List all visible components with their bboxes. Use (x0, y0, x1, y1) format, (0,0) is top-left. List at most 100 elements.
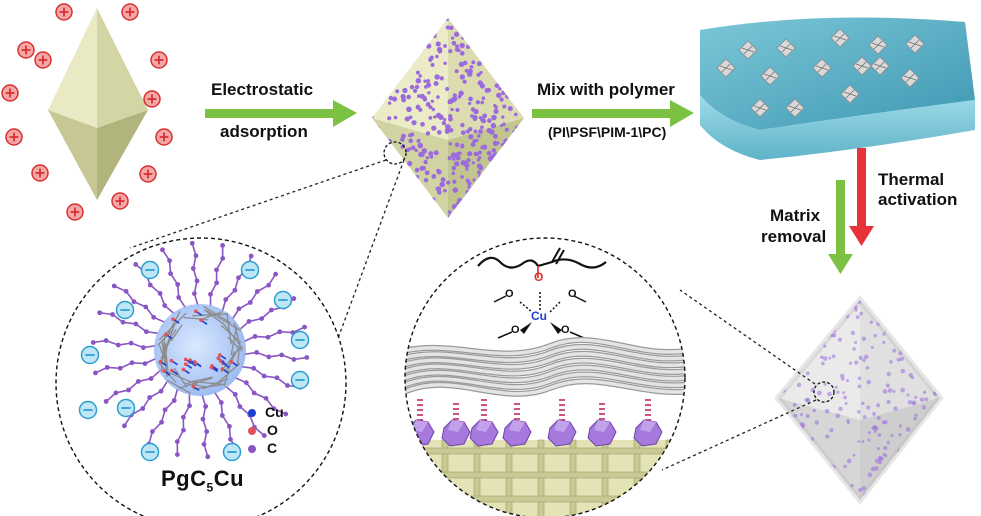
alkyl-chain (103, 369, 162, 404)
polymer-fibers (405, 337, 685, 397)
thermal-label-line1: Thermal (878, 170, 945, 189)
plus-icon (139, 165, 157, 183)
zoom-marker-particle (383, 141, 407, 165)
embedded-particle (830, 28, 850, 48)
minus-icon (140, 442, 160, 462)
minus-icon (78, 400, 98, 420)
zoom-marker-final (813, 381, 835, 403)
minus-icon (80, 345, 100, 365)
alkyl-chain (200, 393, 211, 460)
adsorption-label-line2: adsorption (220, 122, 308, 141)
thermal-label-line2: activation (878, 190, 958, 209)
alkyl-chain (189, 240, 200, 307)
embedded-particle (716, 58, 736, 78)
cluster-name: PgC5Cu (161, 466, 244, 494)
ligand-oxygen-2: O (568, 288, 577, 300)
interaction-dashes (417, 399, 651, 425)
o-legend-label: O (267, 422, 278, 438)
cation-icons (1, 3, 173, 221)
c-legend-label: C (267, 440, 278, 456)
plus-icon (34, 51, 52, 69)
cluster-name-sub: 5 (206, 480, 214, 495)
cluster-polyhedron (547, 419, 577, 447)
plus-icon (121, 3, 139, 21)
minus-icon (240, 260, 260, 280)
carbonyl-oxygen-label: O (534, 270, 544, 284)
electrostatic-adsorption-arrow (205, 100, 357, 127)
framework-lattice (405, 439, 685, 516)
cluster-polyhedron (633, 419, 663, 447)
alkyl-chain (242, 324, 307, 343)
cluster-polyhedron (441, 419, 471, 447)
embedded-particle (812, 58, 832, 78)
alkyl-chain (234, 376, 289, 417)
alkyl-chain (122, 379, 169, 429)
alkyl-chain (174, 392, 192, 458)
embedded-particle (840, 84, 860, 104)
alkyl-chain (243, 350, 310, 362)
embedded-particle (852, 56, 872, 76)
plus-icon (17, 41, 35, 59)
alkyl-chain (90, 338, 157, 350)
plus-icon (155, 128, 173, 146)
plus-icon (1, 84, 19, 102)
composite-membrane (700, 17, 975, 160)
cu-legend-label: Cu (265, 404, 284, 420)
copper-center-label: Cu (531, 309, 547, 323)
alkyl-chain (231, 271, 278, 321)
plus-icon (31, 164, 49, 182)
minus-icon (273, 290, 293, 310)
plus-icon (150, 51, 168, 69)
embedded-particle (776, 38, 796, 58)
mix-polymer-arrow (532, 100, 694, 127)
embedded-particle (785, 98, 805, 118)
mix-label-line1: Mix with polymer (537, 80, 675, 99)
cluster-polyhedron (587, 419, 617, 447)
matrix-label-line2: removal (761, 227, 827, 246)
alkyl-chain (160, 247, 187, 309)
cluster-polyhedra (405, 419, 663, 447)
final-octahedron (774, 295, 944, 505)
plus-icon (66, 203, 84, 221)
cluster-polyhedron (469, 419, 499, 447)
minus-icon (290, 330, 310, 350)
matrix-label-line1: Matrix (770, 206, 821, 225)
cluster-polyhedron (502, 419, 532, 447)
alkyl-chain (208, 242, 226, 308)
embedded-particle (750, 98, 770, 118)
alkyl-chain (111, 283, 166, 324)
minus-icon (222, 442, 242, 462)
ligand-oxygen-3: O (511, 324, 520, 336)
cluster-zoom-circle (55, 237, 347, 516)
embedded-particle (870, 56, 890, 76)
ligand-oxygen-1: O (505, 288, 514, 300)
cu-legend-dot (248, 409, 256, 417)
minus-icon (290, 370, 310, 390)
plus-icon (143, 90, 161, 108)
cluster-name-main: PgC (161, 466, 207, 491)
matrix-removal-arrow (828, 180, 853, 274)
plus-icon (55, 3, 73, 21)
embedded-particle (868, 35, 888, 55)
plus-icon (5, 128, 23, 146)
embedded-particle (738, 40, 758, 60)
alkyl-chain (97, 310, 160, 335)
ligand-oxygen-4: O (561, 324, 570, 336)
polymer-chain (477, 256, 607, 269)
bare-octahedron (48, 8, 148, 200)
thermal-activation-arrow (849, 148, 874, 246)
c-legend-dot (248, 445, 256, 453)
plus-icon (111, 192, 129, 210)
o-legend-dot (248, 427, 256, 435)
alkyl-chain (93, 357, 158, 376)
cluster-name-tail: Cu (213, 466, 245, 491)
adsorption-label-line1: Electrostatic (211, 80, 314, 99)
zoom-connectors (129, 159, 817, 471)
minus-icon (116, 398, 136, 418)
alkyl-chain (146, 387, 179, 447)
embedded-particle (905, 34, 925, 54)
coordination-zoom-circle (404, 237, 686, 516)
minus-icon (115, 300, 135, 320)
mix-label-line2: (PI\PSF\PIM-1\PC) (548, 124, 667, 140)
